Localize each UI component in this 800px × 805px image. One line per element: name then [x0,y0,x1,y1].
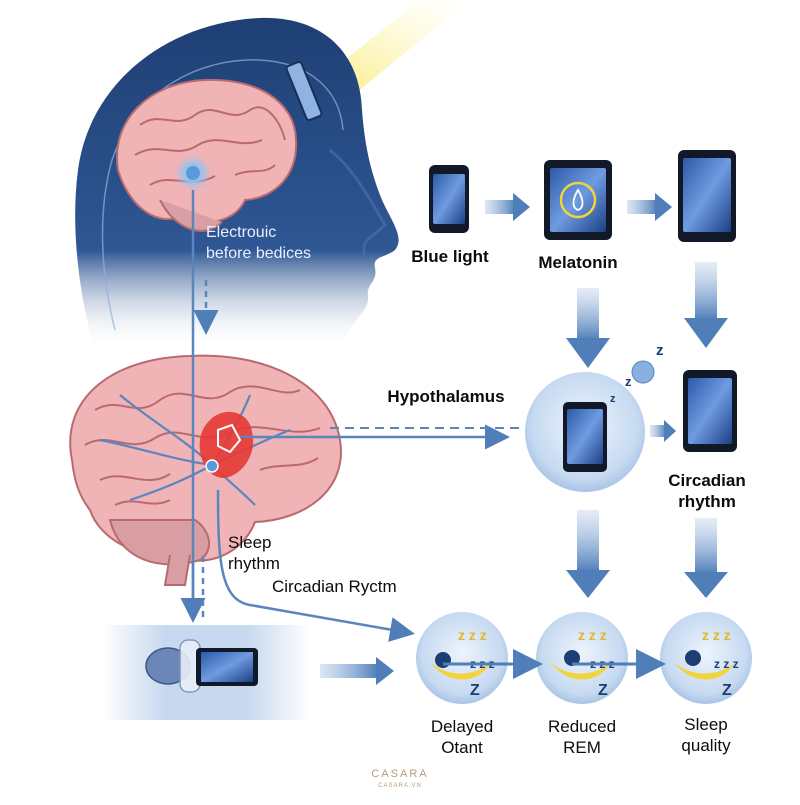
watermark-brand: CASARA [371,768,429,780]
label-circadian-line1: Circadian [668,471,746,490]
sleep-z-icon: Z [470,682,480,699]
label-melatonin: Melatonin [538,253,618,272]
svg-text:z z z: z z z [702,627,731,643]
label-hypothalamus: Hypothalamus [387,387,505,406]
label-electronic-line2: before bedices [206,245,311,262]
phone-icon-blue-light [429,165,469,233]
label-blue-light: Blue light [411,247,489,266]
watermark: CASARA CASARA.VN [360,768,440,792]
label-electronic: Electrouic before bedices [206,222,311,264]
sleep-bubble-quality: z z z z z z Z [660,612,752,704]
watermark-sub: CASARA.VN [378,783,422,789]
label-sleep-quality-line1: Sleep [684,715,728,734]
hypothalamus-bubble: z z z [525,342,664,492]
sleep-bubble-delayed: z z z z z z Z [416,612,508,704]
label-circadian-rhythm: Circadian rhythm [652,470,762,512]
sleep-bubble-rem: z z z z z z Z [536,612,628,704]
brain-lower-icon [69,354,342,586]
svg-text:z: z [610,393,616,405]
melatonin-drop-icon [572,188,584,211]
label-sleep-rhythm: Sleep rhythm [228,532,280,574]
phone-icon-right [683,370,737,452]
label-delayed-line1: Delayed [430,717,494,736]
tablet-icon-top [678,150,736,242]
hypothalamus-icon [199,411,254,478]
label-sleep-rhythm-line2: rhythm [228,554,280,573]
label-reduced-line1: Reduced [547,717,617,736]
label-circadian-line2: rhythm [678,492,736,511]
svg-text:z: z [656,342,664,359]
svg-text:Z: Z [598,682,608,699]
label-circadian-ryctm: Circadian Ryctm [272,577,397,596]
svg-text:z z z: z z z [714,657,739,671]
label-reduced-rem: Reduced REM [536,716,628,758]
label-sleep-quality: Sleep quality [660,714,752,756]
earbud-phone-icon [145,639,258,693]
label-reduced-line2: REM [563,738,601,757]
label-delayed-line2: Otant [441,738,483,757]
label-electronic-line1: Electrouic [206,224,277,241]
melatonin-device-icon [544,160,612,240]
label-sleep-quality-line2: quality [681,736,731,755]
label-delayed-otant: Delayed Otant [416,716,508,758]
svg-text:Z: Z [722,682,732,699]
svg-text:z z z: z z z [458,627,487,643]
brain-upper-icon [115,78,298,232]
head-phone-icon [285,61,323,121]
svg-text:z z z: z z z [578,627,607,643]
label-sleep-rhythm-line1: Sleep [228,533,272,552]
svg-text:z: z [625,374,632,389]
